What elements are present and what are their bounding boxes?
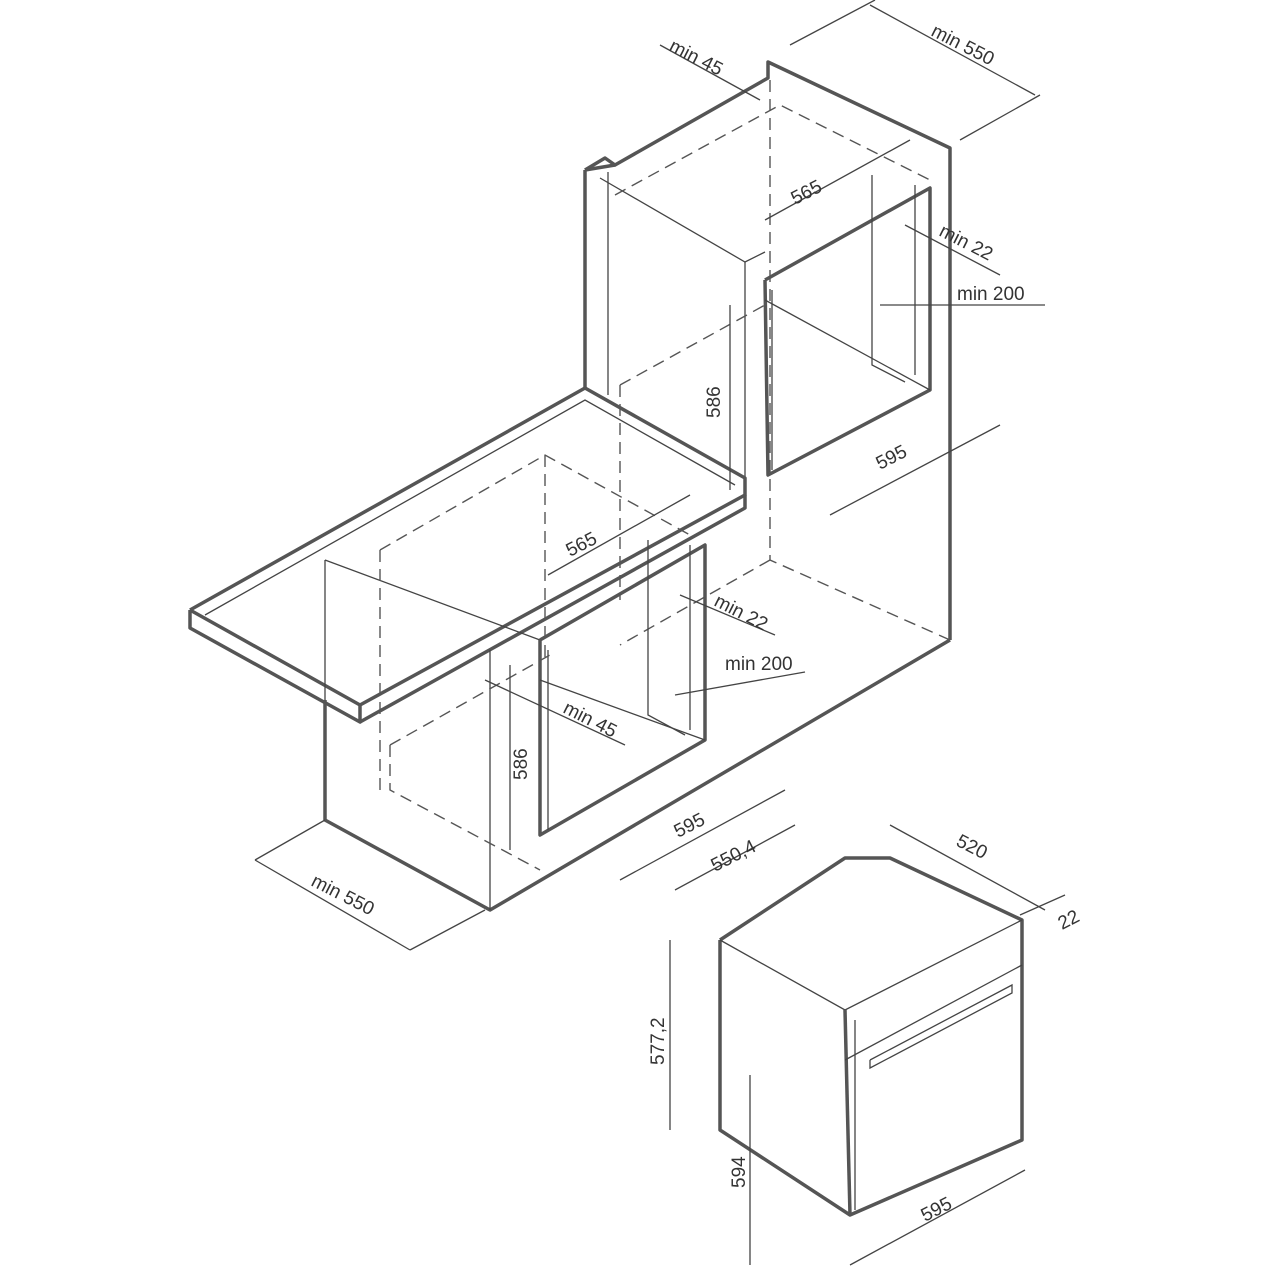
label-under-min-550: min 550	[308, 871, 378, 920]
tall-cabinet	[583, 60, 952, 646]
label-tall-min-200: min 200	[957, 284, 1025, 305]
label-under-586: 586	[511, 748, 532, 780]
label-under-min-200: min 200	[725, 654, 793, 675]
label-under-595: 595	[671, 809, 709, 842]
under-counter-cabinet	[323, 454, 951, 912]
dimension-lines	[254, 0, 1066, 1266]
label-under-min-45: min 45	[560, 698, 620, 743]
label-under-565: 565	[563, 528, 601, 561]
countertop	[188, 386, 747, 724]
label-tall-min-550: min 550	[928, 21, 998, 70]
label-tall-min-45: min 45	[666, 36, 726, 81]
label-oven-594: 594	[729, 1156, 750, 1188]
label-tall-min-22: min 22	[936, 221, 996, 266]
label-oven-22: 22	[1055, 906, 1083, 934]
oven	[718, 856, 1024, 1217]
label-oven-550-4: 550,4	[708, 836, 760, 876]
label-tall-586: 586	[704, 386, 725, 418]
label-oven-595: 595	[918, 1193, 956, 1226]
label-oven-520: 520	[953, 831, 991, 864]
label-oven-577-2: 577,2	[648, 1017, 669, 1065]
label-tall-595: 595	[873, 441, 911, 474]
dimension-labels: min 550 min 45 565 min 22 min 200 586 59…	[308, 21, 1083, 1227]
label-under-min-22: min 22	[711, 591, 771, 636]
